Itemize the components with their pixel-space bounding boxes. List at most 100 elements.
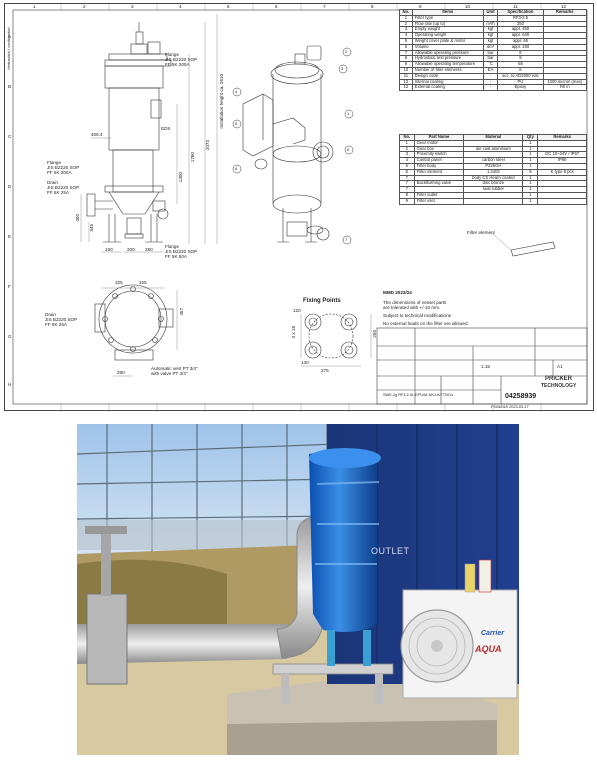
row-letter: F (8, 284, 11, 289)
spec-cell (542, 43, 588, 51)
callout-number: 8 (235, 166, 238, 171)
parts-cell (537, 145, 587, 153)
parts-cell (463, 151, 524, 159)
notes-line: are tolerated with +/-10 mm. (383, 305, 441, 310)
notes-line: The dimensions of vessel parts (383, 300, 447, 305)
callout-number: 6 (347, 147, 350, 152)
dimension-4x18: 4 x 18 (291, 326, 296, 339)
spec-cell: Operating weight (411, 32, 484, 39)
row-letter: B (8, 84, 12, 89)
parts-cell: 1 (522, 191, 539, 199)
column-number: 4 (179, 4, 182, 9)
dimension-250: 250 (372, 330, 377, 338)
site-photo: OUTLET Carrier AQUA (77, 424, 519, 755)
parts-cell: 9 (399, 197, 415, 205)
parts-cell (537, 191, 587, 199)
spec-cell: Allowable operating pressure (411, 49, 484, 57)
parts-cell (537, 163, 587, 170)
spec-header: Remarks (542, 9, 588, 16)
fixing-points-view (300, 313, 372, 367)
column-number: 11 (513, 4, 518, 9)
column-number: 6 (275, 4, 278, 9)
company-name-sub: TECHNOLOGY (541, 383, 577, 389)
callout-number: 2 (345, 49, 348, 54)
spec-cell (542, 32, 588, 39)
spec-header: Items (411, 9, 484, 16)
automatic-vent-label: Automatic vent PT 3/4" with valve PT 3/4… (151, 366, 198, 377)
eds-label: EDS (161, 126, 171, 131)
parts-cell: Filter inlet (413, 197, 465, 205)
column-number: 1 (33, 4, 36, 9)
parts-cell (537, 174, 587, 182)
drawing-number: 04258939 (505, 393, 537, 400)
parts-header: Remarks (537, 134, 587, 141)
spec-cell: External coating (411, 84, 484, 92)
parts-cell: seat rubber (463, 186, 524, 193)
row-letter: C (8, 134, 12, 139)
spec-cell: Epoxy (497, 84, 544, 92)
filter-element-label: Filter element (467, 230, 495, 235)
company-name: PRICKER (545, 376, 573, 382)
title-block-lines (376, 327, 588, 405)
callout-number: 7 (345, 237, 348, 242)
dimension-345: 345 (89, 224, 94, 232)
column-number: 7 (323, 4, 326, 9)
parts-cell (537, 180, 587, 188)
dimension-160: 160 (105, 247, 113, 252)
photo-scene (77, 424, 519, 755)
filter-element-sketch (492, 233, 556, 257)
parts-cell: IP66 (537, 157, 587, 164)
dimension-120: 120 (293, 308, 301, 313)
dimension-1760: 1760 (190, 152, 195, 163)
column-number: 2 (83, 4, 86, 9)
parts-cell: 1 (522, 139, 539, 147)
parts-cell (537, 197, 587, 205)
parts-cell (463, 191, 524, 199)
fixing-points-title: Fixing Points (303, 298, 341, 304)
parts-header: Material (463, 134, 524, 141)
spec-cell: Weight cover plate & motor (411, 38, 484, 45)
row-letter: H (8, 382, 12, 387)
container-outlet-text: OUTLET (371, 546, 410, 556)
flange-bottom-label: Flange JIS B2220 SOP FF 5K 50A (165, 244, 198, 260)
column-number: 10 (465, 4, 471, 9)
spec-cell (542, 38, 588, 45)
notes-code: MMD 2023/24 (383, 290, 412, 295)
parts-cell: 1 (522, 163, 539, 170)
row-letter: A (8, 34, 12, 39)
plan-view (94, 284, 178, 377)
callout-number: 5 (235, 121, 238, 126)
parts-cell: body CS Hearn coated (463, 174, 524, 182)
drain-left-label: Drain JIS B2220 SOP FF 5K 25A (47, 180, 80, 196)
row-letter: E (8, 234, 12, 239)
technical-drawing-sheet: Vertraulich / confidential 1 2 3 4 5 6 7… (4, 3, 594, 412)
column-number: 8 (371, 4, 374, 9)
column-number: 3 (131, 4, 134, 9)
installation-height-label: Installation height ca. 2610 (219, 74, 224, 129)
parts-cell: 1 (522, 151, 539, 159)
notes-line: No external loads on the filter are allo… (383, 321, 469, 326)
spec-cell (542, 55, 588, 63)
parts-cell: disc bronze (463, 180, 524, 188)
callout-number: 1 (347, 111, 350, 116)
parts-cell (463, 197, 524, 205)
parts-cell: P235GH (463, 163, 524, 170)
parts-cell: 1 (522, 145, 539, 153)
confidential-side-label: Vertraulich / confidential (6, 27, 11, 70)
spec-cell: Fill in (542, 84, 588, 92)
parts-cell: DC 10~24V / IP67 (537, 151, 587, 159)
scale-label: 1:15 (481, 364, 490, 369)
